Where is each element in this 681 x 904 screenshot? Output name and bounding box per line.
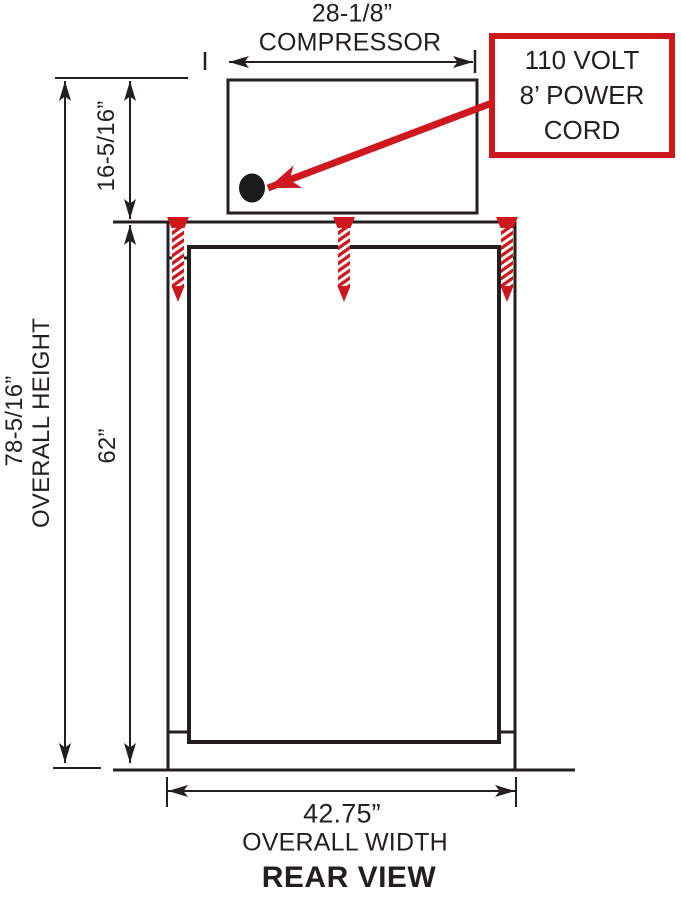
callout-line: CORD [543, 115, 621, 145]
overall-height-value: 78-5/16” [1, 375, 28, 467]
compressor-label: COMPRESSOR [258, 28, 442, 57]
compressor-box [226, 78, 479, 215]
mounting-screw-icon [496, 217, 518, 302]
cabinet-inner-panel [187, 245, 501, 744]
overall-height-label: OVERALL HEIGHT [28, 318, 55, 528]
mounting-screw-icon [333, 217, 355, 302]
compressor-height-value: 16-5/16” [93, 100, 120, 192]
mounting-screw-icon [167, 217, 189, 302]
callout-arrow-icon [266, 99, 494, 192]
body-height-value: 62” [94, 428, 121, 464]
view-title: REAR VIEW [261, 861, 437, 894]
callout-line: 8’ POWER [519, 80, 645, 110]
power-cord-callout: 110 VOLT 8’ POWER CORD [489, 33, 675, 158]
power-cord-exit-icon [239, 173, 265, 203]
overall-width-value: 42.75” [303, 798, 381, 829]
compressor-width-value: 28-1/8” [311, 0, 393, 28]
overall-width-label: OVERALL WIDTH [242, 828, 448, 857]
callout-line: 110 VOLT [524, 45, 640, 75]
